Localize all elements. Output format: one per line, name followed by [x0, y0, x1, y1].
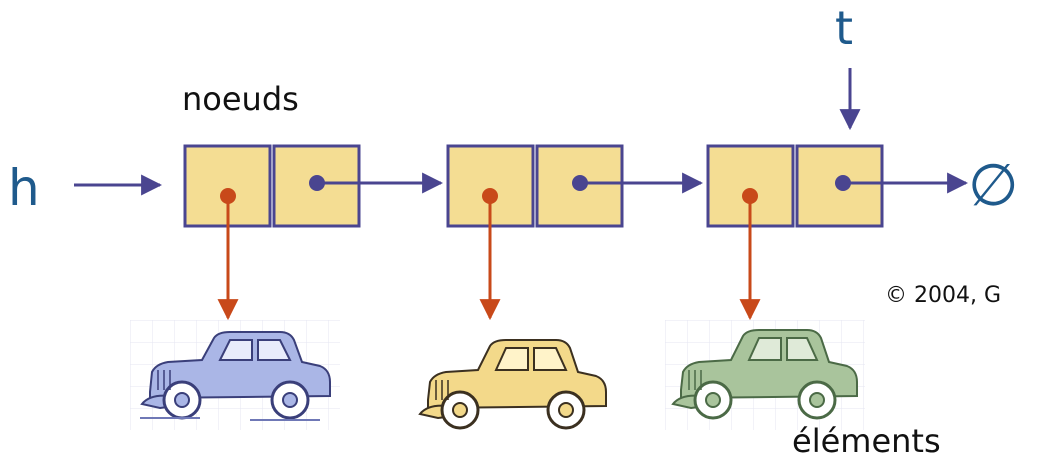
car-icon-green — [665, 320, 865, 430]
nodes-label: noeuds — [182, 80, 299, 118]
copyright-text: © 2004, G — [885, 283, 1001, 308]
list-node-1 — [183, 144, 361, 228]
node-next-cell — [795, 144, 884, 228]
list-node-2 — [446, 144, 624, 228]
head-label: h — [8, 159, 40, 217]
car-icon-blue — [130, 320, 340, 430]
car-icon-yellow — [418, 339, 607, 430]
elements-label: éléments — [792, 422, 941, 459]
tail-label: t — [835, 1, 853, 55]
null-symbol: ∅ — [968, 151, 1019, 219]
list-node-3 — [706, 144, 884, 228]
